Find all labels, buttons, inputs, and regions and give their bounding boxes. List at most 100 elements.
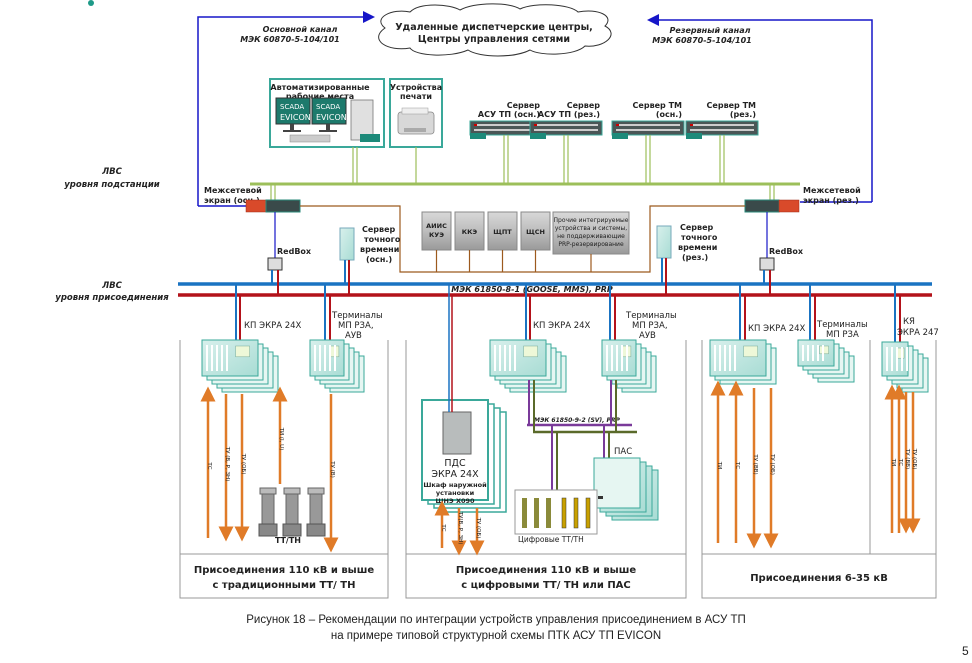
svg-text:ТС: ТС [206, 461, 212, 469]
ct-vt-label: ТТ/ТН [275, 536, 301, 545]
digital-vt-icon [561, 497, 567, 529]
svg-text:PRP-резервирование: PRP-резервирование [558, 241, 624, 248]
svg-text:печати: печати [400, 92, 432, 101]
kp-ekra-24x-device [201, 339, 279, 393]
relay-terminal-device [797, 339, 855, 383]
workstations: Автоматизированные рабочие места SCADA E… [269, 78, 385, 148]
svg-text:ЭКРА 247: ЭКРА 247 [897, 328, 939, 338]
section-6-35kv: Присоединения 6-35 кВ КП ЭКРА 24Х Термин… [701, 317, 939, 599]
svg-text:ТУ (В, Р, ЗН): ТУ (В, Р, ЗН) [224, 446, 230, 482]
lan-bay-label1: ЛВС [101, 281, 123, 291]
svg-text:КЯ: КЯ [903, 317, 915, 327]
page-number: 5 [962, 644, 969, 658]
svg-text:ЭКРА 24Х: ЭКРА 24Х [431, 469, 479, 480]
other-system-box: ЩСН [520, 211, 551, 251]
signal-arrow: ТИ (I, U) [272, 386, 288, 484]
sv-bus-label: МЭК 61850-9-2 (SV), PRP [534, 417, 620, 424]
svg-text:ТУ (ОБ): ТУ (ОБ) [769, 453, 775, 475]
svg-text:Сервер: Сервер [362, 225, 396, 234]
reserve-channel-label: Резервный канал [670, 26, 751, 35]
relay-terminal-device [601, 339, 657, 393]
lan-substation-label2: уровня подстанции [64, 180, 160, 190]
server-rack-icon [529, 120, 603, 136]
signal-arrow: ТУ (ВВ) [746, 388, 762, 549]
pds-cabinet: ПДС ЭКРА 24Х Шкаф наружной установки ШНЭ… [421, 284, 507, 513]
time-server-icon [656, 225, 672, 259]
svg-text:Терминалы: Терминалы [331, 311, 383, 321]
digital-ct-icon [522, 498, 527, 528]
svg-text:устройства и системы,: устройства и системы, [555, 225, 627, 232]
svg-text:КП ЭКРА 24Х: КП ЭКРА 24Х [748, 324, 806, 334]
ct-vt-icon [261, 493, 275, 525]
signal-arrow: ТУ (ВВ) [898, 392, 914, 534]
main-channel-protocol: МЭК 60870-5-104/101 [240, 35, 340, 44]
svg-text:Сервер: Сервер [507, 101, 541, 110]
redbox-reserve: RedBox [759, 212, 804, 271]
firewall-reserve: Межсетевой экран (рез.) [744, 186, 861, 213]
svg-text:Терминалы: Терминалы [625, 311, 677, 321]
svg-text:Устройства: Устройства [390, 83, 442, 92]
svg-text:ТС: ТС [897, 458, 903, 466]
signal-arrow: ТУ (В) [323, 394, 339, 553]
svg-text:КУЭ: КУЭ [429, 231, 444, 239]
section-traditional: Присоединения 110 кВ и выше с традиционн… [179, 311, 389, 599]
main-channel-label: Основной канал [263, 25, 338, 34]
reserve-channel: Резервный канал МЭК 60870-5-104/101 [647, 14, 873, 203]
svg-text:Сервер ТМ: Сервер ТМ [633, 101, 682, 110]
cloud-line2: Центры управления сетями [418, 34, 570, 45]
svg-text:ТУ (ВВ): ТУ (ВВ) [752, 453, 758, 474]
other-system-box: ЩПТ [487, 211, 518, 251]
svg-text:Межсетевой: Межсетевой [803, 186, 861, 195]
switch-icon [265, 199, 301, 213]
signal-arrow: ТИ [884, 384, 900, 533]
svg-text:ШНЭ Х090: ШНЭ Х090 [435, 497, 475, 505]
signal-arrow: ТИ [710, 380, 726, 543]
lan-bay-label2: уровня присоединения [55, 293, 169, 303]
main-channel: Основной канал МЭК 60870-5-104/101 [197, 11, 375, 207]
server-rack-icon [611, 120, 685, 136]
keyboard-icon [289, 134, 331, 143]
svg-text:экран (рез.): экран (рез.) [803, 196, 859, 205]
kp-ekra-24x-device [489, 339, 567, 393]
ct-vt-icon [285, 493, 299, 525]
svg-text:RedBox: RedBox [769, 247, 804, 256]
svg-text:EVICON: EVICON [280, 113, 311, 122]
workstations-label1: Автоматизированные [270, 83, 370, 92]
svg-text:Прочие интегрируемые: Прочие интегрируемые [554, 217, 629, 224]
svg-text:времени: времени [360, 245, 399, 254]
svg-text:времени: времени [678, 243, 717, 252]
non-prp-bus [300, 205, 745, 273]
printer-icon [397, 107, 435, 135]
pas-label: ПАС [614, 447, 632, 457]
svg-text:ТУ (ОБ): ТУ (ОБ) [240, 453, 246, 475]
kp-ekra-24x-device [709, 339, 777, 385]
digital-ct-icon [534, 498, 539, 528]
time-server-main: Сервер точного времени (осн.) [339, 225, 401, 264]
svg-text:КП ЭКРА 24Х: КП ЭКРА 24Х [533, 321, 591, 331]
time-server-reserve: Сервер точного времени (рез.) [656, 223, 718, 262]
redbox-icon [267, 257, 283, 271]
kya-ekra-247-device [881, 341, 929, 393]
time-server-icon [339, 227, 355, 261]
signal-arrow: ТС [891, 384, 907, 533]
figure-caption-line2: на примере типовой структурной схемы ПТК… [331, 630, 661, 642]
svg-text:АСУ ТП (рез.): АСУ ТП (рез.) [538, 110, 600, 119]
reserve-channel-protocol: МЭК 60870-5-104/101 [652, 36, 752, 45]
svg-text:точного: точного [364, 235, 401, 244]
pas-device [593, 457, 659, 521]
firewall-main: Межсетевой экран (осн.) [204, 186, 301, 213]
svg-text:ТИ: ТИ [890, 458, 896, 466]
svg-text:ТС: ТС [734, 461, 740, 469]
svg-text:(осн.): (осн.) [366, 255, 392, 264]
server: Сервер ТМ(осн.) [611, 101, 685, 139]
other-system-box: ККЭ [454, 211, 485, 251]
ct-vt-icon [309, 493, 323, 525]
signal-arrow: ТУ (ОБ) [234, 394, 250, 542]
svg-text:Сервер ТМ: Сервер ТМ [707, 101, 756, 110]
digital-vt-icon [585, 497, 591, 529]
digital-ct-vt-label: Цифровые ТТ/ТН [518, 535, 584, 544]
